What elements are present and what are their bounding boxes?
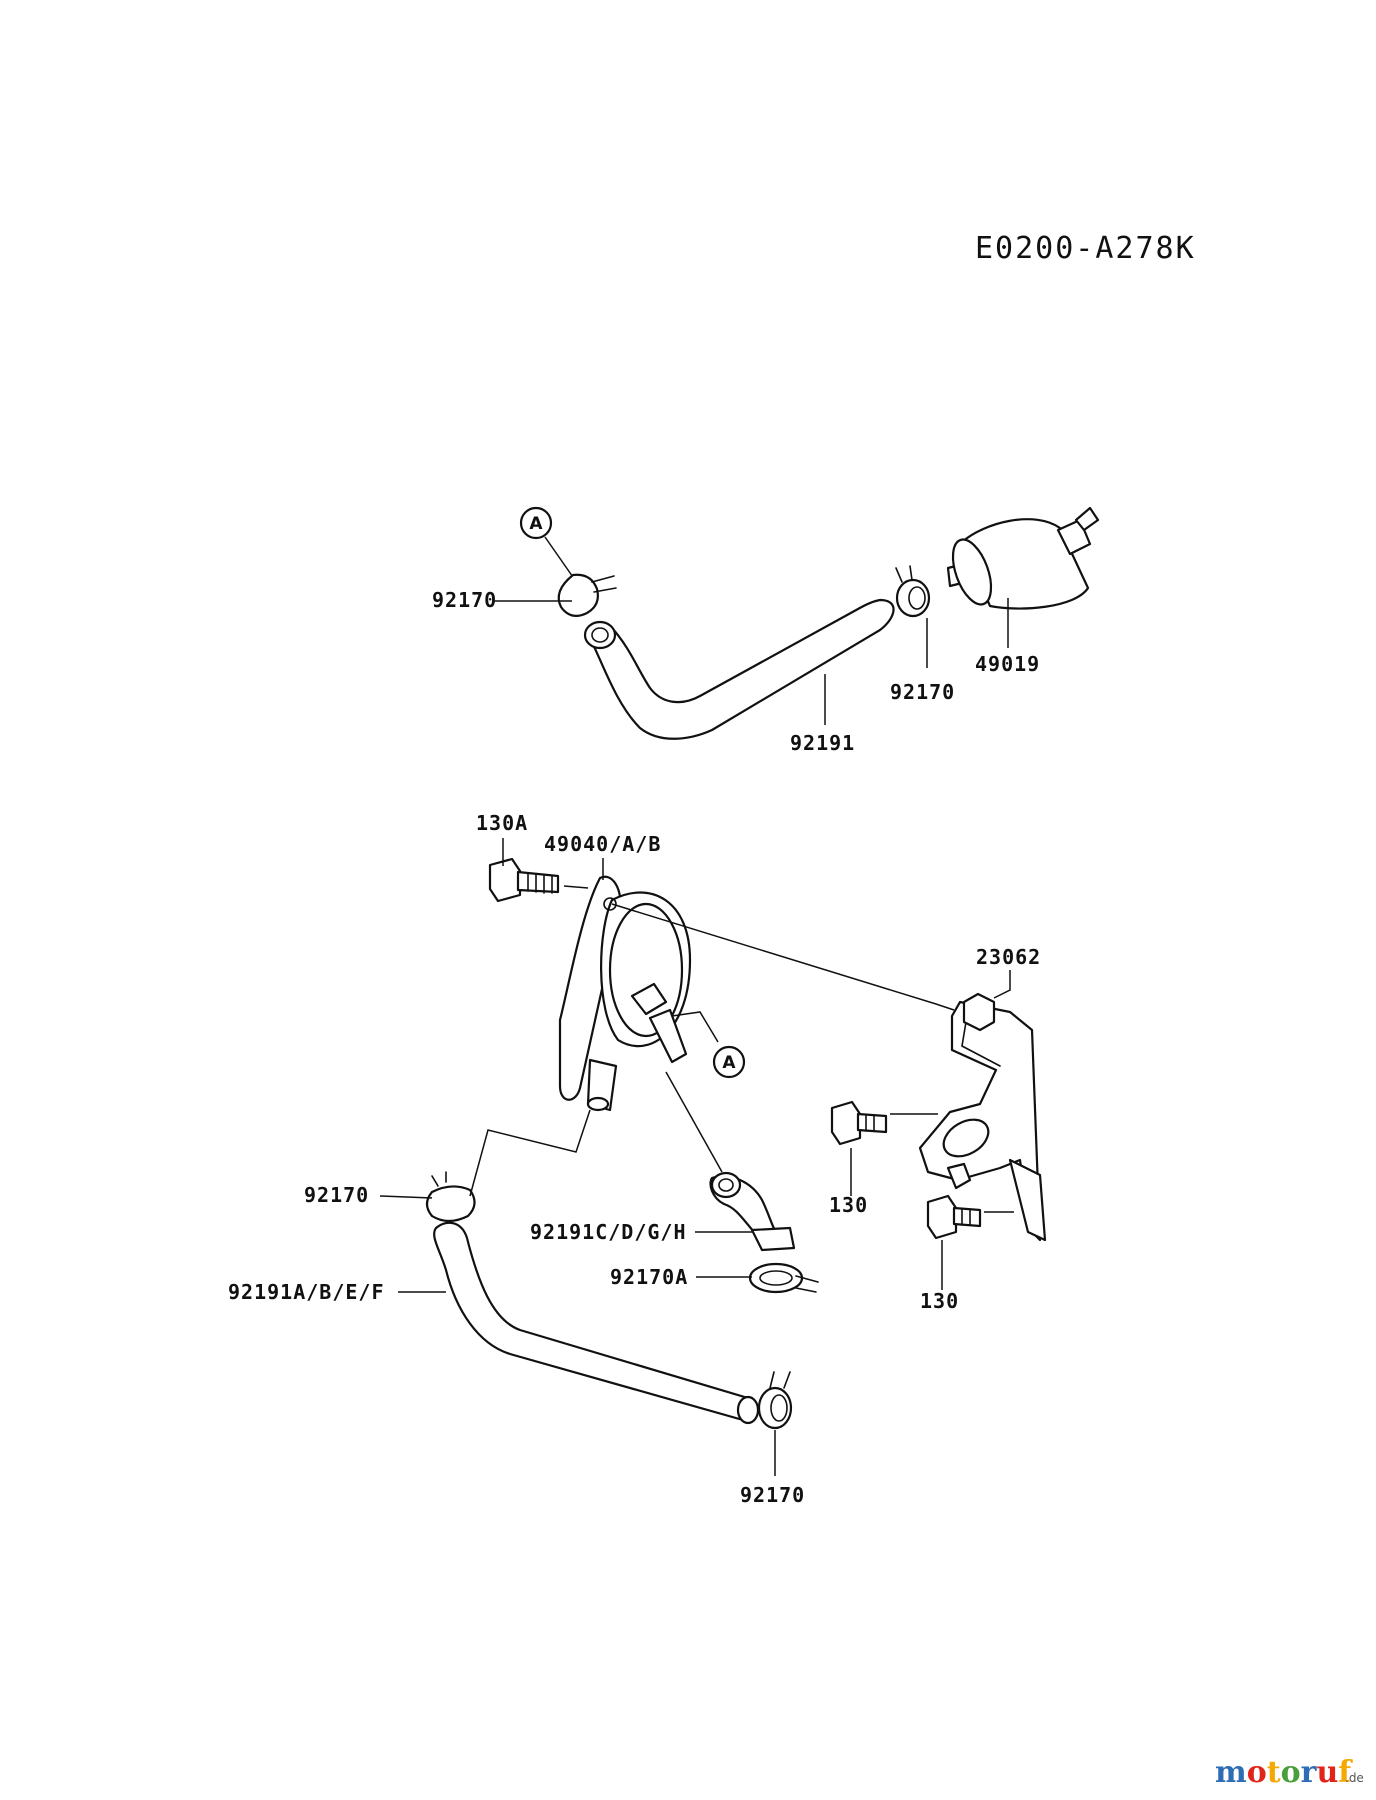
label-hose-long: 92191A/B/E/F xyxy=(228,1280,385,1304)
label-clamp-pump: 92170 xyxy=(304,1183,369,1207)
hose-clamp-pump xyxy=(425,1171,476,1223)
motoruf-watermark: motoruf .de xyxy=(1215,1755,1364,1790)
clamp-92170a-band xyxy=(748,1262,804,1294)
logo-letter-r: r xyxy=(1301,1755,1318,1790)
logo-letter-m: m xyxy=(1215,1755,1247,1790)
bolt-130-upper xyxy=(830,1100,888,1146)
bolt-lower-threads xyxy=(961,1208,971,1226)
filter-outlet-nipple xyxy=(1074,506,1100,532)
callout-a-pump: A xyxy=(671,1011,746,1079)
callout-a-top-letter: A xyxy=(529,514,543,534)
fuel-filter-49019 xyxy=(946,506,1100,610)
clamp-bottom-band xyxy=(757,1386,793,1430)
fuel-hose-92191 xyxy=(583,598,895,740)
mounting-bracket-23062 xyxy=(918,992,1047,1242)
clamp-top-right-inner xyxy=(908,586,926,610)
label-bolt-lower: 130 xyxy=(920,1289,959,1313)
callout-a-top-circle xyxy=(519,506,553,540)
hose-top-end-opening xyxy=(583,620,617,650)
filter-end-cap xyxy=(951,538,993,606)
pump-mount-hole xyxy=(603,897,617,911)
clamp-bottom-inner xyxy=(770,1394,788,1422)
bolt-130a-threads xyxy=(527,872,553,894)
callout-a-top: A xyxy=(519,506,576,581)
label-hose-top: 92191 xyxy=(790,731,855,755)
clamp-92170a-inner xyxy=(759,1270,793,1286)
logo-letter-o1: o xyxy=(1247,1755,1267,1790)
leader-bolt-pump-axis xyxy=(563,885,589,889)
fuel-pump-49040 xyxy=(558,875,692,1112)
bolt-130-lower xyxy=(926,1194,982,1240)
label-bracket: 23062 xyxy=(976,945,1041,969)
logo-letter-f: f xyxy=(1338,1755,1353,1790)
hose-elbow-opening xyxy=(710,1171,742,1199)
label-hose-elbow: 92191C/D/G/H xyxy=(530,1220,687,1244)
hose-clamp-bottom xyxy=(757,1371,793,1430)
hose-long-end xyxy=(736,1395,760,1425)
label-clamp-top-left: 92170 xyxy=(432,588,497,612)
bolt-upper-threads xyxy=(865,1114,875,1132)
bolt-130a-head xyxy=(488,857,522,903)
bracket-lower-tab xyxy=(946,1162,972,1190)
label-fuel-pump: 49040/A/B xyxy=(544,832,661,856)
bracket-side-plate xyxy=(1008,1158,1047,1242)
hose-clamp-top-right xyxy=(895,565,931,618)
fuel-hose-long-92191a xyxy=(433,1221,760,1425)
watermark-logo: motoruf xyxy=(1215,1755,1353,1790)
clamp-top-right-tabs xyxy=(895,565,913,583)
hose-top-end-bore xyxy=(591,627,609,643)
bracket-mount-slot xyxy=(942,1118,990,1158)
watermark-tld: .de xyxy=(1345,1771,1364,1785)
bolt-lower-shank xyxy=(952,1206,982,1228)
clamp-pump-band xyxy=(425,1185,476,1223)
leader-clamp-pump xyxy=(379,1195,433,1199)
label-clamp-top-right: 92170 xyxy=(890,680,955,704)
leader-bracket xyxy=(993,970,1011,999)
logo-letter-u: u xyxy=(1316,1755,1338,1790)
label-fuel-filter: 49019 xyxy=(975,652,1040,676)
leader-pump-to-bracket xyxy=(611,903,955,1011)
label-clamp-bottom: 92170 xyxy=(740,1483,805,1507)
bolt-upper-shank xyxy=(856,1112,888,1134)
fuel-hose-elbow-92191c xyxy=(709,1171,796,1252)
label-bolt-upper: 130 xyxy=(829,1193,868,1217)
pump-fitting xyxy=(630,982,668,1016)
callout-a-top-leader xyxy=(544,536,576,581)
callout-a-pump-leader xyxy=(671,1011,719,1043)
clamp-92170a-tabs xyxy=(795,1275,819,1293)
bolt-130a xyxy=(488,857,560,903)
logo-letter-o2: o xyxy=(1281,1755,1301,1790)
callout-a-pump-circle xyxy=(712,1045,746,1079)
clamp-top-left-tabs xyxy=(591,575,617,593)
hose-long-body xyxy=(433,1221,758,1424)
drawing-code: E0200-A278K xyxy=(975,231,1196,266)
pump-inlet-tip xyxy=(586,1096,610,1112)
clamp-pump-tabs xyxy=(431,1171,447,1187)
filter-body xyxy=(960,518,1090,610)
logo-letter-t: t xyxy=(1267,1755,1281,1790)
bolt-upper-head xyxy=(830,1100,862,1146)
hose-elbow-end xyxy=(750,1226,796,1252)
bolt-lower-head xyxy=(926,1194,958,1240)
leader-pump-to-clamp xyxy=(469,1109,591,1197)
label-bolt-130a: 130A xyxy=(476,811,528,835)
leader-pump-to-elbow xyxy=(665,1071,723,1173)
hose-top-body xyxy=(584,598,895,740)
clamp-top-left-band xyxy=(557,573,599,618)
pump-outlet-nipple xyxy=(648,1008,688,1064)
hose-elbow-bore xyxy=(718,1178,734,1192)
hose-clamp-top-left xyxy=(557,573,617,618)
label-clamp-92170a: 92170A xyxy=(610,1265,688,1289)
bracket-nut xyxy=(962,992,996,1032)
clamp-bottom-tabs xyxy=(769,1371,791,1389)
hose-clamp-92170a xyxy=(748,1262,819,1294)
callout-a-pump-letter: A xyxy=(722,1053,736,1073)
